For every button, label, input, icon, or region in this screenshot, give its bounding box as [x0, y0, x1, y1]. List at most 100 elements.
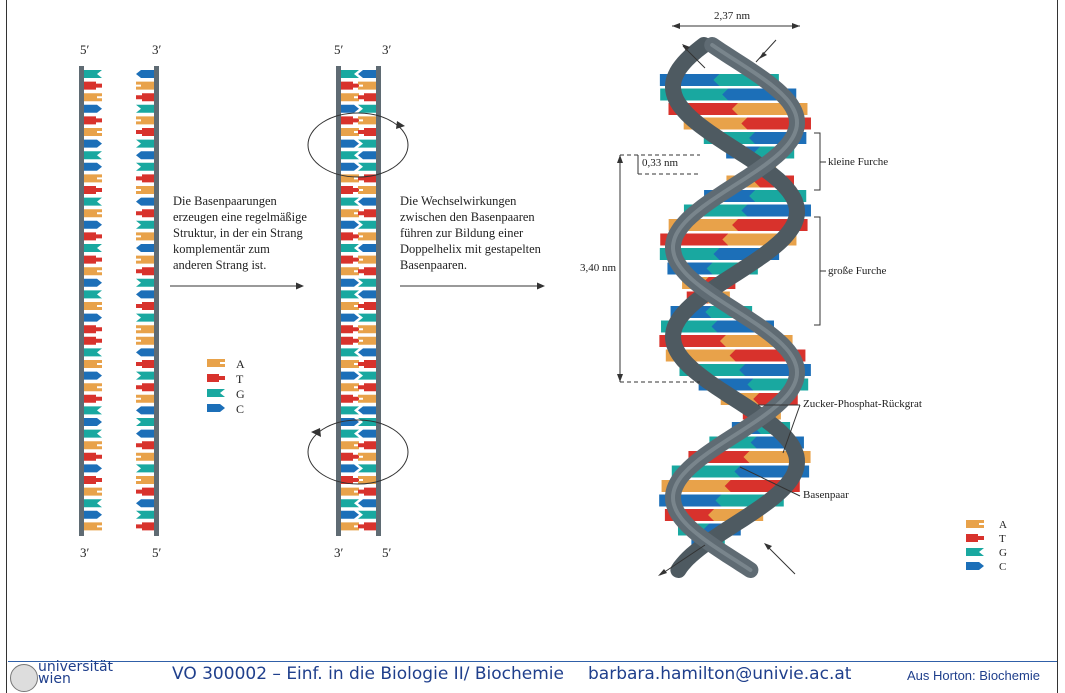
legend-right-swatch-G: [966, 548, 984, 556]
base-middle-strand-a-4: [341, 116, 359, 124]
process-arrowhead-1: [296, 283, 304, 290]
base-middle-strand-b-0: [358, 70, 376, 78]
helix-width-label: 2,37 nm: [714, 10, 750, 22]
base-left-strand-b-10: [136, 186, 154, 194]
legend-left-A: A: [236, 357, 245, 372]
base-middle-strand-a-2: [341, 93, 359, 101]
base-middle-strand-b-34: [358, 464, 376, 472]
base-left-strand-a-4: [84, 116, 102, 124]
base-left-strand-a-30: [84, 418, 102, 426]
base-left-strand-a-33: [84, 453, 102, 461]
base-left-strand-b-31: [136, 430, 154, 438]
base-left-strand-b-36: [136, 488, 154, 496]
base-left-strand-a-7: [84, 151, 102, 159]
base-left-strand-b-34: [136, 464, 154, 472]
base-middle-strand-b-13: [358, 221, 376, 229]
pitch-dimension-arrow-bottom: [617, 374, 623, 382]
base-middle-strand-b-19: [358, 290, 376, 298]
base-middle-strand-a-33: [341, 453, 359, 461]
helix-axis-arrowhead-top-right: [759, 52, 767, 59]
left-strand-backbone-a: [79, 66, 84, 536]
base-left-strand-b-4: [136, 116, 154, 124]
base-middle-strand-b-22: [358, 325, 376, 333]
base-middle-strand-a-13: [341, 221, 359, 229]
base-left-strand-b-26: [136, 372, 154, 380]
base-left-strand-b-35: [136, 476, 154, 484]
legend-left-G: G: [236, 387, 245, 402]
base-left-strand-a-16: [84, 256, 102, 264]
base-middle-strand-b-15: [358, 244, 376, 252]
base-middle-strand-b-27: [358, 383, 376, 391]
base-middle-strand-a-23: [341, 337, 359, 345]
base-middle-strand-a-32: [341, 441, 359, 449]
email-address: barbara.hamilton@univie.ac.at: [588, 664, 851, 684]
helix-axis-arrow-bottom-right: [766, 545, 795, 574]
base-left-strand-b-38: [136, 511, 154, 519]
base-left-strand-b-0: [136, 70, 154, 78]
base-middle-strand-a-21: [341, 314, 359, 322]
width-dimension-arrow-right: [792, 23, 800, 29]
legend-left-C: C: [236, 402, 244, 417]
base-left-strand-b-8: [136, 163, 154, 171]
middle-strand-top-5prime: 5′: [334, 42, 343, 58]
legend-left-T: T: [236, 372, 243, 387]
base-left-strand-a-26: [84, 372, 102, 380]
pitch-label: 3,40 nm: [580, 262, 616, 274]
base-left-strand-a-18: [84, 279, 102, 287]
middle-strand-backbone-a: [336, 66, 341, 536]
rise-per-base-label: 0,33 nm: [642, 157, 678, 169]
legend-right-G: G: [999, 547, 1007, 559]
base-left-strand-a-39: [84, 522, 102, 530]
base-middle-strand-a-0: [341, 70, 359, 78]
process-arrowhead-2: [537, 283, 545, 290]
base-left-strand-b-29: [136, 406, 154, 414]
base-left-strand-b-32: [136, 441, 154, 449]
base-middle-strand-b-29: [358, 406, 376, 414]
legend-left-swatch-C: [207, 404, 225, 412]
base-middle-strand-a-20: [341, 302, 359, 310]
base-left-strand-b-28: [136, 395, 154, 403]
base-middle-strand-a-28: [341, 395, 359, 403]
base-left-strand-b-16: [136, 256, 154, 264]
base-middle-strand-a-15: [341, 244, 359, 252]
major-groove-bracket: [814, 217, 820, 325]
base-middle-strand-a-7: [341, 151, 359, 159]
base-left-strand-a-34: [84, 464, 102, 472]
left-strand-backbone-b: [154, 66, 159, 536]
course-title: VO 300002 – Einf. in die Biologie II/ Bi…: [172, 664, 564, 684]
base-middle-strand-a-11: [341, 198, 359, 206]
base-middle-strand-a-19: [341, 290, 359, 298]
base-middle-strand-b-33: [358, 453, 376, 461]
base-left-strand-b-3: [136, 105, 154, 113]
base-middle-strand-b-25: [358, 360, 376, 368]
base-left-strand-a-21: [84, 314, 102, 322]
base-left-strand-a-13: [84, 221, 102, 229]
base-middle-strand-b-6: [358, 140, 376, 148]
base-left-strand-a-24: [84, 348, 102, 356]
legend-right-swatch-A: [966, 520, 984, 528]
base-middle-strand-b-5: [358, 128, 376, 136]
base-left-strand-b-15: [136, 244, 154, 252]
base-left-strand-b-9: [136, 174, 154, 182]
base-left-strand-a-29: [84, 406, 102, 414]
base-left-strand-b-6: [136, 140, 154, 148]
base-left-strand-a-0: [84, 70, 102, 78]
base-middle-strand-b-11: [358, 198, 376, 206]
base-middle-strand-b-36: [358, 488, 376, 496]
helix-axis-arrowhead-bottom-left: [658, 569, 667, 576]
base-left-strand-a-20: [84, 302, 102, 310]
base-left-strand-a-31: [84, 430, 102, 438]
base-left-strand-b-33: [136, 453, 154, 461]
base-left-strand-a-3: [84, 105, 102, 113]
width-dimension-arrow-left: [672, 23, 680, 29]
base-left-strand-b-37: [136, 499, 154, 507]
pitch-dimension-arrow-top: [617, 155, 623, 163]
base-left-strand-b-23: [136, 337, 154, 345]
base-middle-strand-a-26: [341, 372, 359, 380]
base-left-strand-a-11: [84, 198, 102, 206]
legend-right-swatch-T: [966, 534, 984, 542]
base-left-strand-b-17: [136, 267, 154, 275]
base-left-strand-a-36: [84, 488, 102, 496]
major-groove-label: große Furche: [828, 265, 886, 277]
